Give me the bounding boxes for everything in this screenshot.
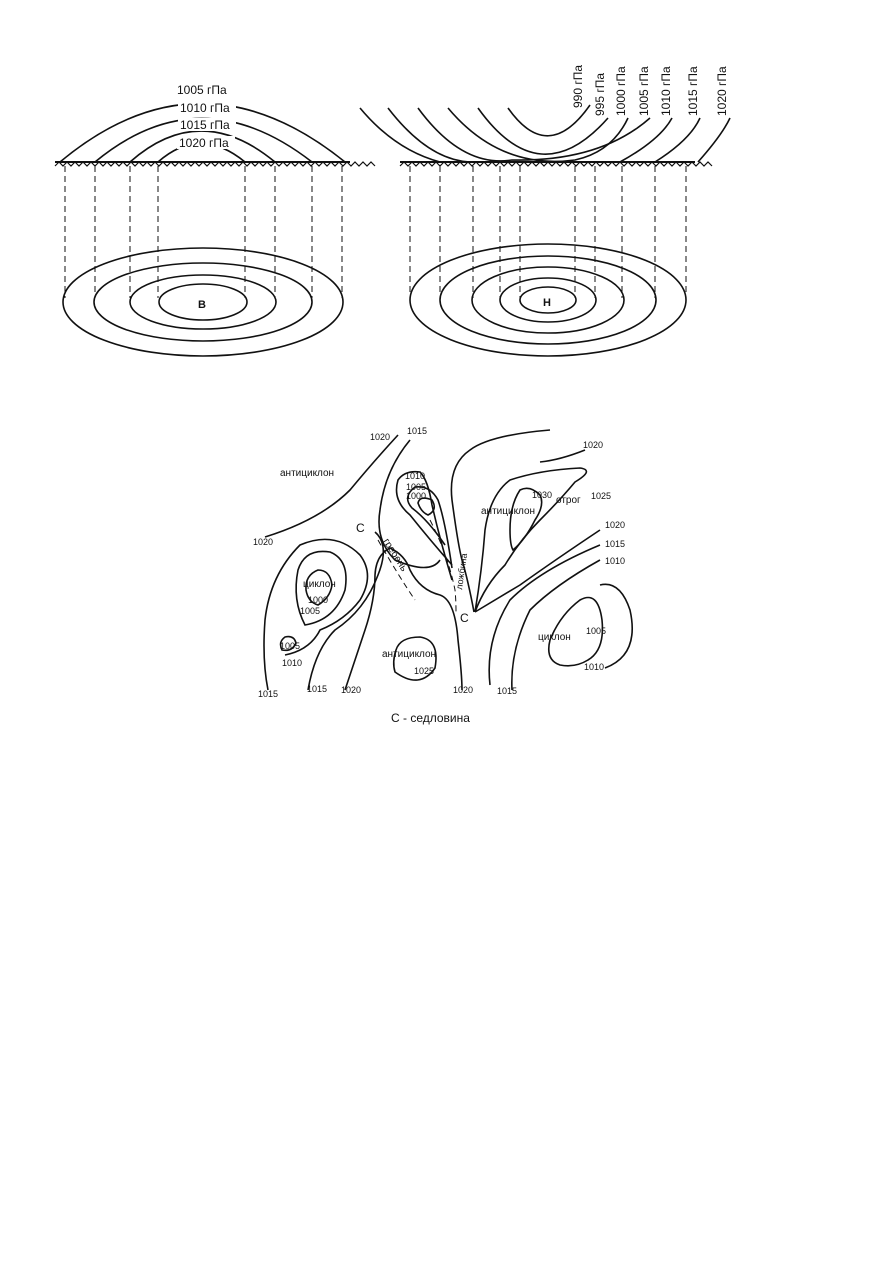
isobar-value: 1010 [282, 658, 302, 668]
isobar-label: 1020 гПа [715, 66, 729, 116]
isobar-1025-ne [474, 467, 588, 613]
isobar-curve-995 [477, 107, 609, 155]
isobar-1025-anticyclone-south [392, 636, 437, 681]
isobar-value: 1020 [341, 685, 361, 695]
ground-hatching [54, 161, 376, 167]
saddle-label: С [460, 611, 469, 625]
high-pressure-diagram: 1005 гПа 1010 гПа 1015 гПа 1020 гПа В [54, 83, 376, 357]
isobar-label: 1010 гПа [659, 66, 673, 116]
isobar-label: 1015 гПа [686, 66, 700, 116]
ridge-axis [377, 539, 416, 601]
isobar-value: 1020 [605, 520, 625, 530]
map-caption: С - седловина [391, 711, 470, 725]
isobar-value: 1005 [406, 482, 426, 492]
isobar-ellipse-1020 [409, 243, 687, 357]
isobar-label: 1015 гПа [180, 118, 230, 132]
high-center-label: В [198, 299, 206, 311]
isobar-1005-cyclone-west [295, 550, 347, 626]
isobar-label: 1005 гПа [637, 66, 651, 116]
isobar-1015-east [488, 544, 601, 686]
isobar-curve-1010 [387, 107, 673, 163]
trough-axis [429, 519, 457, 613]
isobar-value: 1015 [407, 426, 427, 436]
isobar-value: 1020 [370, 432, 390, 442]
anticyclone-label: антициклон [481, 506, 535, 517]
isobar-value: 1020 [453, 685, 473, 695]
isobar-1010-east [511, 559, 601, 691]
low-pressure-diagram: 990 гПа 995 гПа 1000 гПа 1005 гПа 1010 г… [359, 65, 731, 357]
isobar-1010-trough [395, 470, 453, 581]
isobar-value: 1005 [300, 606, 320, 616]
isobar-ellipse-1000 [519, 286, 577, 314]
isobar-value: 1010 [584, 662, 604, 672]
isobar-1015-nw [378, 439, 441, 569]
isobar-ellipse-1005 [62, 247, 344, 357]
low-center-label: Н [543, 297, 551, 309]
saddle-label: С [356, 521, 365, 535]
isobar-label: 1005 гПа [177, 83, 227, 97]
isobar-ellipse-1015 [439, 255, 657, 345]
isobar-value: 1000 [308, 595, 328, 605]
isobar-ellipse-1015 [129, 274, 277, 330]
isobar-ellipse-1020 [158, 283, 248, 321]
isobar-1020-nw [264, 434, 399, 538]
isobar-ellipse-1005 [499, 277, 597, 323]
isobar-1020-ridge [344, 547, 463, 691]
isobar-value: 1015 [605, 539, 625, 549]
anticyclone-label: антициклон [382, 649, 436, 660]
isobar-value: 1010 [605, 556, 625, 566]
isobar-value: 1005 [586, 626, 606, 636]
isobar-1005-small-west [279, 635, 297, 652]
isobar-1005-trough [406, 485, 453, 569]
isobar-ellipse-1010 [471, 266, 625, 334]
spur-label: отрог [556, 495, 581, 506]
isobar-value: 1030 [532, 490, 552, 500]
isobar-label: 1020 гПа [179, 136, 229, 150]
isobar-1005-cyclone-east [547, 596, 604, 667]
isobar-curve-1005 [417, 107, 651, 162]
isobar-curve-1020 [697, 117, 731, 163]
isobar-1000-trough [417, 497, 436, 516]
isobar-1000-cyclone-west [305, 569, 333, 606]
isobar-label: 995 гПа [593, 73, 607, 116]
isobar-ellipse-1010 [93, 262, 313, 342]
isobar-value: 1015 [307, 684, 327, 694]
ridge-label: гребень [380, 536, 410, 573]
trough-label: ложбина [454, 553, 469, 591]
isobar-value: 1015 [258, 689, 278, 699]
isobar-label: 990 гПа [571, 65, 585, 108]
isobar-value: 1010 [405, 471, 425, 481]
isobar-1010-west [263, 538, 369, 691]
isobar-value: 1025 [414, 666, 434, 676]
isobar-label: 1000 гПа [614, 66, 628, 116]
isobar-1030-ne [509, 487, 543, 552]
isobar-curve-990 [507, 104, 591, 137]
anticyclone-label: антициклон [280, 468, 334, 479]
isobar-value: 1015 [497, 686, 517, 696]
ground-hatching [399, 161, 713, 167]
cyclone-label: циклон [303, 579, 336, 590]
isobar-value: 1020 [253, 537, 273, 547]
isobar-value: 1020 [583, 440, 603, 450]
synoptic-map: антициклон антициклон антициклон циклон … [253, 426, 634, 725]
isobar-value: 1005 [280, 641, 300, 651]
isobar-1015-west [307, 531, 385, 691]
isobar-1015-center [450, 429, 551, 613]
cyclone-label: циклон [538, 632, 571, 643]
isobar-value: 1025 [591, 491, 611, 501]
isobar-1020-east [474, 529, 601, 613]
isobar-value: 1000 [406, 491, 426, 501]
isobar-1020-top-right [539, 449, 586, 463]
isobar-label: 1010 гПа [180, 101, 230, 115]
isobar-1010-cyclone-east [599, 583, 634, 669]
